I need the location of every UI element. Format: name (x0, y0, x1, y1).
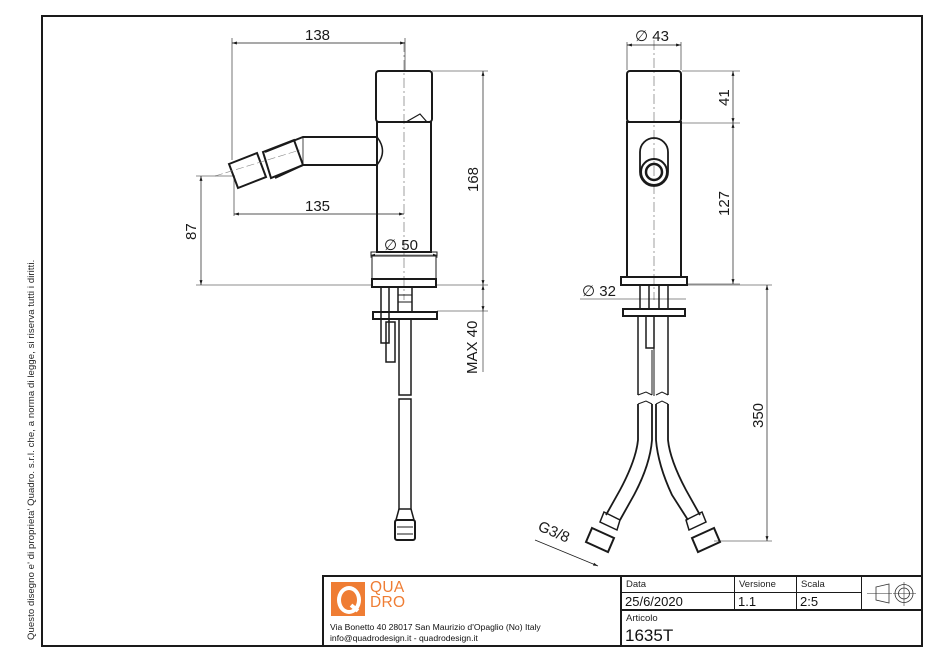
date-label: Data (626, 579, 647, 590)
dim-base-diameter: ∅ 50 (384, 237, 418, 254)
article-label: Articolo (626, 613, 658, 624)
version-value: 1.1 (738, 594, 757, 609)
scale-value: 2:5 (800, 594, 819, 609)
dim-spout-height: 87 (183, 223, 200, 240)
version-cell: Versione 1.1 (735, 577, 796, 610)
dim-shank-diameter: ∅ 32 (582, 283, 616, 300)
company-address: Via Bonetto 40 28017 San Maurizio d'Opag… (330, 622, 541, 643)
scale-cell: Scala 2:5 (797, 577, 861, 610)
date-value: 25/6/2020 (625, 594, 683, 609)
projection-cell (862, 577, 923, 610)
scale-label: Scala (801, 579, 825, 590)
article-cell: Articolo 1635T (622, 611, 923, 647)
date-cell: Data 25/6/2020 (622, 577, 734, 610)
side-view (196, 38, 488, 541)
article-value: 1635T (625, 626, 674, 645)
logo-wordmark: QUA DRO (370, 579, 406, 611)
dim-total-height: 168 (465, 167, 482, 192)
drawing-frame (41, 15, 923, 647)
dim-handle-diameter: ∅ 43 (635, 28, 669, 45)
dim-max-thickness: MAX 40 (464, 321, 481, 374)
company-info: QUA DRO Via Bonetto 40 28017 San Maurizi… (324, 577, 622, 647)
quadro-logo-icon (331, 582, 365, 616)
version-label: Versione (739, 579, 776, 590)
title-block: QUA DRO Via Bonetto 40 28017 San Maurizi… (322, 575, 923, 647)
dim-hose-length: 350 (750, 403, 767, 428)
first-angle-projection-icon (867, 582, 916, 606)
dim-body-height: 127 (716, 191, 733, 216)
dim-spout-reach: 135 (305, 198, 330, 215)
dim-overall-length: 138 (305, 27, 330, 44)
dim-handle-height: 41 (716, 89, 733, 106)
front-view (534, 40, 772, 567)
